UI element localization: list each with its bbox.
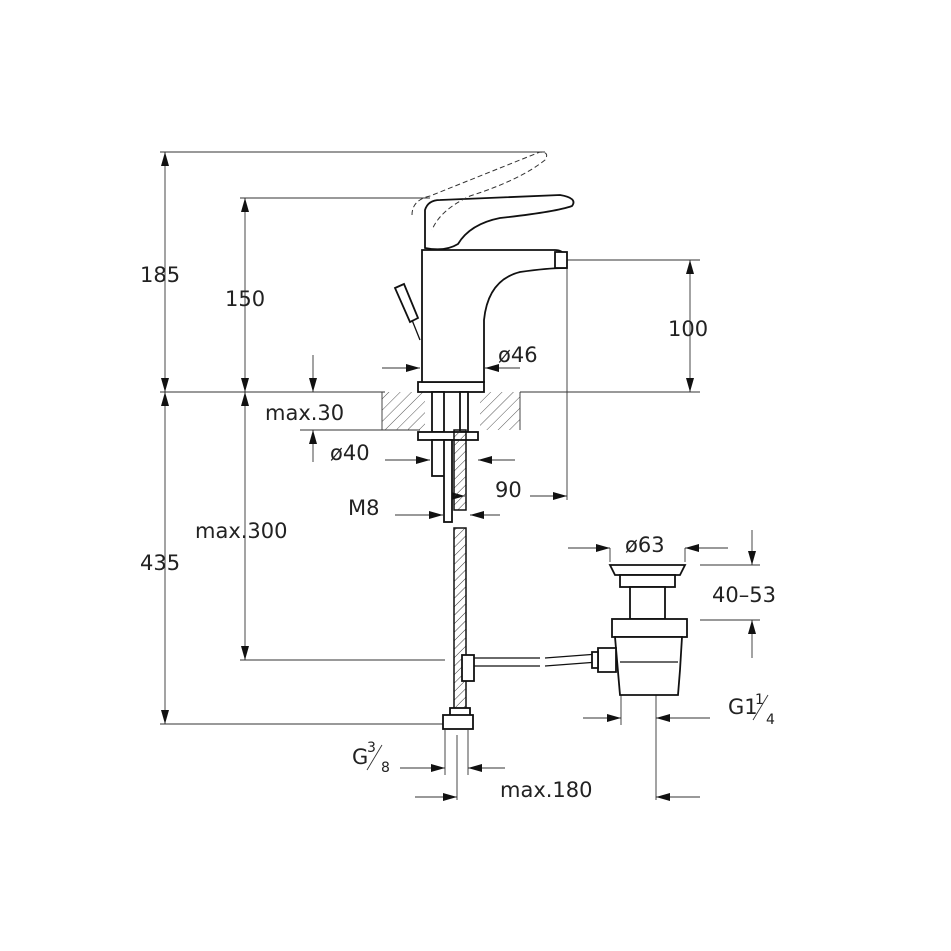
label-100: 100 bbox=[668, 317, 708, 341]
label-max-180: max.180 bbox=[500, 778, 593, 802]
svg-text:1: 1 bbox=[755, 692, 764, 708]
label-max-300: max.300 bbox=[195, 519, 288, 543]
dimension-labels: 185 150 100 ø46 max.30 ø40 90 M8 max.300… bbox=[140, 263, 776, 802]
label-m8: M8 bbox=[348, 496, 379, 520]
dimension-lines bbox=[161, 152, 756, 801]
label-185: 185 bbox=[140, 263, 180, 287]
extension-lines bbox=[160, 151, 760, 800]
label-diameter-46: ø46 bbox=[498, 343, 538, 367]
label-g-3-8: G 3 8 bbox=[352, 740, 390, 776]
label-max-30: max.30 bbox=[265, 401, 344, 425]
label-diameter-63: ø63 bbox=[625, 533, 665, 557]
pop-up-waste bbox=[591, 564, 688, 696]
label-150: 150 bbox=[225, 287, 265, 311]
counter-top-section bbox=[381, 392, 521, 430]
label-435: 435 bbox=[140, 551, 180, 575]
pop-up-linkage bbox=[461, 653, 599, 682]
mixer-body bbox=[393, 151, 575, 393]
svg-text:G: G bbox=[352, 745, 368, 769]
label-diameter-40: ø40 bbox=[330, 441, 370, 465]
svg-text:4: 4 bbox=[766, 712, 775, 728]
label-90: 90 bbox=[495, 478, 522, 502]
svg-text:3: 3 bbox=[367, 740, 376, 756]
svg-text:8: 8 bbox=[381, 760, 390, 776]
label-40-53: 40–53 bbox=[712, 583, 776, 607]
svg-text:G1: G1 bbox=[728, 695, 758, 719]
mounting-hardware bbox=[417, 391, 479, 523]
label-g1-1-4: G1 1 4 bbox=[728, 692, 775, 728]
